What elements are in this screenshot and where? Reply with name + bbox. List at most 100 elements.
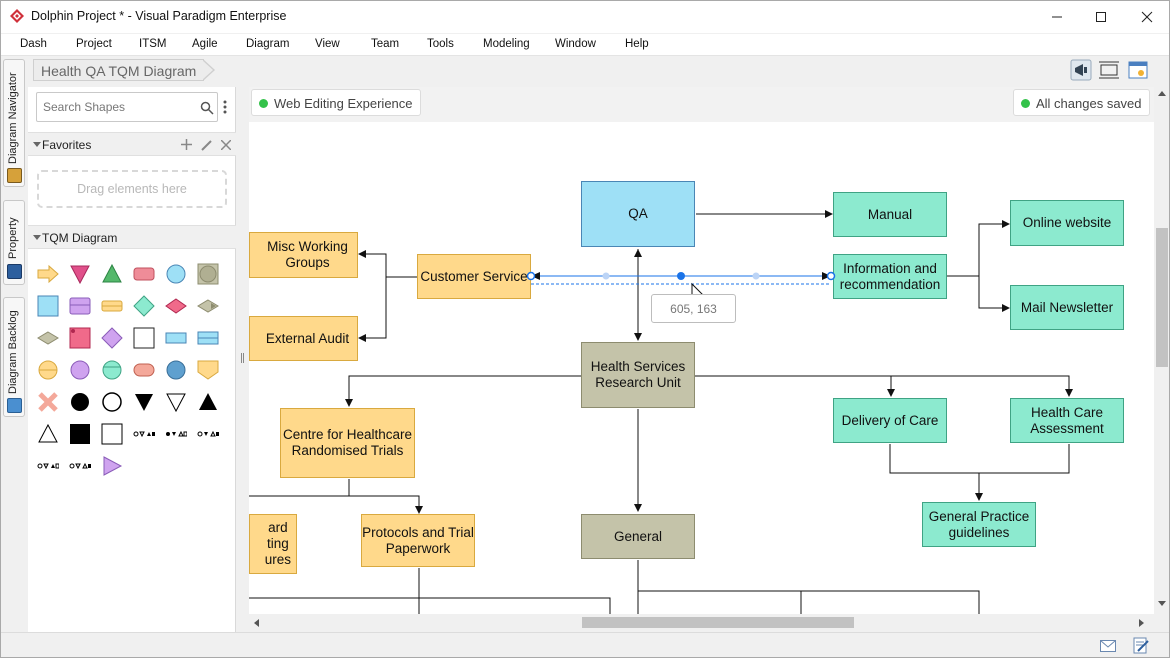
- gray-diamond-shape-icon[interactable]: [197, 295, 219, 317]
- tab-diagram-backlog[interactable]: Diagram Backlog: [3, 297, 25, 417]
- filled-down-triangle-shape-icon[interactable]: [133, 391, 155, 413]
- favorites-dropzone[interactable]: Drag elements here: [37, 170, 227, 208]
- symbol-set-2-icon[interactable]: [165, 423, 187, 445]
- menu-itsm[interactable]: ITSM: [139, 38, 167, 50]
- menu-view[interactable]: View: [315, 38, 340, 50]
- close-button[interactable]: [1124, 1, 1169, 33]
- add-icon[interactable]: [181, 139, 192, 150]
- gray-circle-shape-icon[interactable]: [197, 263, 219, 285]
- menu-window[interactable]: Window: [555, 38, 596, 50]
- empty-down-triangle-shape-icon[interactable]: [165, 391, 187, 413]
- node-delivery-of-care[interactable]: Delivery of Care: [833, 398, 947, 443]
- scroll-up-arrow-icon[interactable]: [1158, 91, 1166, 97]
- node-general[interactable]: General: [581, 514, 695, 559]
- collapse-arrow-icon: [33, 142, 41, 147]
- red-diamond-shape-icon[interactable]: [165, 295, 187, 317]
- breadcrumb[interactable]: Health QA TQM Diagram: [33, 59, 205, 81]
- maximize-button[interactable]: [1078, 1, 1124, 33]
- scroll-down-arrow-icon[interactable]: [1158, 601, 1166, 607]
- menu-agile[interactable]: Agile: [192, 38, 218, 50]
- favorites-header[interactable]: Favorites: [28, 132, 236, 156]
- fit-diagram-icon[interactable]: [1098, 59, 1120, 81]
- node-information-recommendation[interactable]: Information and recommendation: [833, 254, 947, 299]
- tqm-diagram-header[interactable]: TQM Diagram: [28, 225, 236, 249]
- white-square-shape-icon[interactable]: [133, 327, 155, 349]
- scroll-left-arrow-icon[interactable]: [254, 619, 260, 627]
- blue-bar-shape-icon[interactable]: [165, 327, 187, 349]
- node-health-care-assessment[interactable]: Health Care Assessment: [1010, 398, 1124, 443]
- edit-icon[interactable]: [201, 139, 213, 151]
- node-misc-working-groups[interactable]: Misc Working Groups: [249, 232, 358, 278]
- arrow-shape-icon[interactable]: [37, 263, 59, 285]
- diamond-shape-icon[interactable]: [133, 295, 155, 317]
- node-mail-newsletter[interactable]: Mail Newsletter: [1010, 285, 1124, 330]
- flat-diamond-shape-icon[interactable]: [37, 327, 59, 349]
- tab-diagram-navigator[interactable]: Diagram Navigator: [3, 59, 25, 187]
- bar-shape-icon[interactable]: [101, 295, 123, 317]
- layout-panel-icon[interactable]: [1127, 59, 1149, 81]
- pink-square-shape-icon[interactable]: [69, 327, 91, 349]
- purple-diamond-shape-icon[interactable]: [101, 327, 123, 349]
- symbol-set-1-icon[interactable]: [133, 423, 155, 445]
- node-qa[interactable]: QA: [581, 181, 695, 247]
- horizontal-scrollbar[interactable]: [249, 614, 1154, 631]
- empty-up-triangle-shape-icon[interactable]: [37, 423, 59, 445]
- search-icon[interactable]: [200, 101, 214, 115]
- horizontal-scroll-thumb[interactable]: [582, 617, 854, 628]
- close-favorites-icon[interactable]: [221, 140, 231, 150]
- node-protocols-trial-paperwork[interactable]: Protocols and Trial Paperwork: [361, 514, 475, 567]
- node-centre-healthcare-trials[interactable]: Centre for Healthcare Randomised Trials: [280, 408, 415, 478]
- filled-circle-shape-icon[interactable]: [69, 391, 91, 413]
- mail-icon[interactable]: [1100, 640, 1116, 652]
- node-general-practice-guidelines[interactable]: General Practice guidelines: [922, 502, 1036, 547]
- scroll-right-arrow-icon[interactable]: [1139, 619, 1145, 627]
- purple-circle-shape-icon[interactable]: [69, 359, 91, 381]
- menu-help[interactable]: Help: [625, 38, 649, 50]
- more-options-icon[interactable]: [223, 100, 227, 114]
- tab-property[interactable]: Property: [3, 200, 25, 285]
- empty-circle-shape-icon[interactable]: [101, 391, 123, 413]
- web-editing-badge[interactable]: Web Editing Experience: [251, 89, 421, 116]
- menu-diagram[interactable]: Diagram: [246, 38, 290, 50]
- search-input[interactable]: [43, 100, 193, 114]
- blue-striped-bar-shape-icon[interactable]: [197, 327, 219, 349]
- minimize-button[interactable]: [1034, 1, 1080, 33]
- menu-dash[interactable]: Dash: [20, 38, 47, 50]
- filled-up-triangle-shape-icon[interactable]: [197, 391, 219, 413]
- pill-shape-icon[interactable]: [133, 359, 155, 381]
- window-title: Dolphin Project * - Visual Paradigm Ente…: [31, 9, 287, 23]
- empty-square-shape-icon[interactable]: [101, 423, 123, 445]
- menu-project[interactable]: Project: [76, 38, 112, 50]
- triangle-down-shape-icon[interactable]: [69, 263, 91, 285]
- menu-tools[interactable]: Tools: [427, 38, 454, 50]
- filled-square-shape-icon[interactable]: [69, 423, 91, 445]
- node-manual[interactable]: Manual: [833, 192, 947, 237]
- teal-circle-shape-icon[interactable]: [101, 359, 123, 381]
- triangle-up-shape-icon[interactable]: [101, 263, 123, 285]
- play-triangle-shape-icon[interactable]: [101, 455, 123, 477]
- diagram-canvas[interactable]: Web Editing Experience All changes saved: [249, 87, 1154, 614]
- node-partial-offscreen[interactable]: ard ting ures: [249, 514, 297, 574]
- menu-team[interactable]: Team: [371, 38, 400, 50]
- panel-splitter[interactable]: [236, 87, 249, 632]
- symbol-set-4-icon[interactable]: [37, 455, 59, 477]
- cylinder-shape-icon[interactable]: [133, 263, 155, 285]
- half-circle-shape-icon[interactable]: [37, 359, 59, 381]
- cross-shape-icon[interactable]: [37, 391, 59, 413]
- shield-shape-icon[interactable]: [197, 359, 219, 381]
- notes-icon[interactable]: [1133, 637, 1149, 654]
- symbol-set-3-icon[interactable]: [197, 423, 219, 445]
- circle-shape-icon[interactable]: [165, 263, 187, 285]
- node-customer-service[interactable]: Customer Service: [417, 254, 531, 299]
- node-health-services-research-unit[interactable]: Health Services Research Unit: [581, 342, 695, 408]
- announcement-icon[interactable]: [1070, 59, 1092, 81]
- menu-modeling[interactable]: Modeling: [483, 38, 530, 50]
- steel-circle-shape-icon[interactable]: [165, 359, 187, 381]
- card-shape-icon[interactable]: [69, 295, 91, 317]
- symbol-set-5-icon[interactable]: [69, 455, 91, 477]
- vertical-scroll-thumb[interactable]: [1156, 228, 1168, 367]
- node-external-audit[interactable]: External Audit: [249, 316, 358, 361]
- node-online-website[interactable]: Online website: [1010, 200, 1124, 246]
- square-shape-icon[interactable]: [37, 295, 59, 317]
- vertical-scrollbar[interactable]: [1154, 87, 1169, 614]
